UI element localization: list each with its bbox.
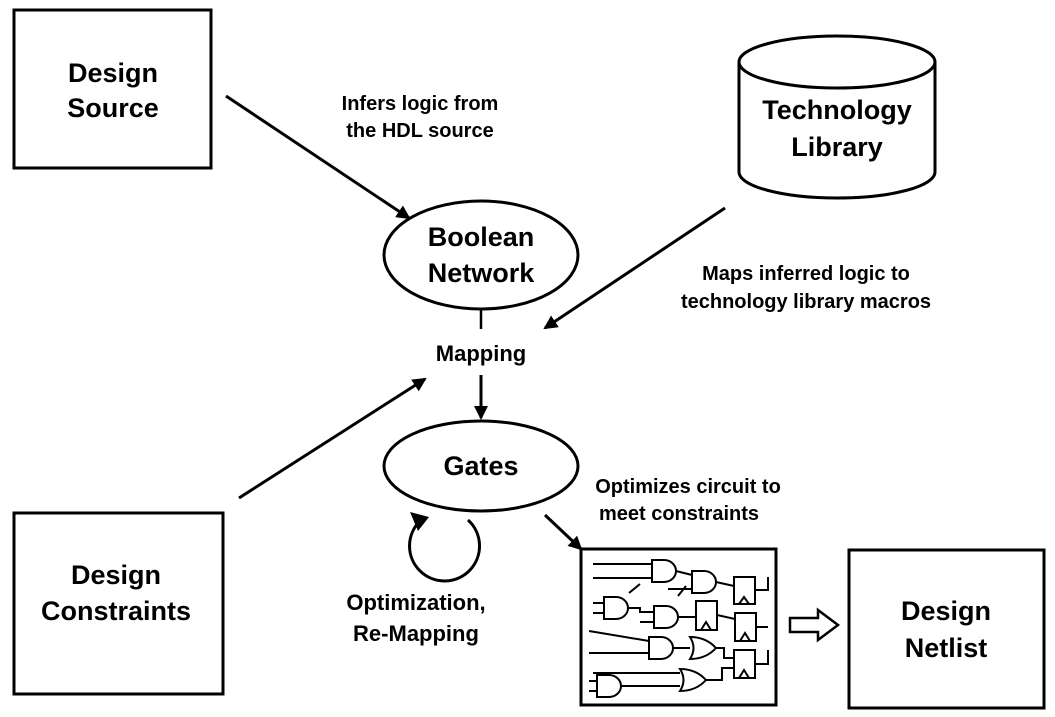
optimizes-label-line2: meet constraints bbox=[599, 503, 759, 525]
design-source-line2: Source bbox=[67, 93, 159, 123]
design-source-node: Design Source bbox=[12, 8, 213, 170]
source-to-network-arrow bbox=[225, 94, 411, 220]
optimization-label-line1: Optimization, bbox=[346, 590, 485, 615]
boolean-network-node: Boolean Network bbox=[382, 199, 580, 311]
gates-label: Gates bbox=[443, 451, 518, 481]
design-constraints-line1: Design bbox=[71, 560, 161, 590]
optimization-label-line2: Re-Mapping bbox=[353, 621, 479, 646]
design-netlist-line1: Design bbox=[901, 596, 991, 626]
technology-library-line1: Technology bbox=[762, 95, 912, 125]
infers-label-line1: Infers logic from bbox=[342, 93, 499, 115]
hollow-right-arrow-icon bbox=[788, 607, 841, 643]
infers-label-line2: the HDL source bbox=[346, 120, 493, 142]
gate-level-circuit-icon bbox=[579, 547, 778, 707]
design-source-line1: Design bbox=[68, 58, 158, 88]
maps-label-line1: Maps inferred logic to bbox=[702, 263, 910, 285]
circular-arrow-icon bbox=[408, 512, 482, 583]
gates-to-circuit-arrow bbox=[543, 513, 583, 551]
boolean-network-line2: Network bbox=[428, 258, 536, 288]
technology-library-node: Technology Library bbox=[737, 34, 937, 200]
gates-node: Gates bbox=[382, 419, 580, 513]
technology-library-line2: Library bbox=[791, 132, 883, 162]
mapping-label: Mapping bbox=[436, 341, 526, 366]
maps-label-line2: technology library macros bbox=[681, 291, 931, 313]
optimizes-label-line1: Optimizes circuit to bbox=[595, 476, 781, 498]
boolean-network-line1: Boolean bbox=[428, 222, 535, 252]
design-constraints-line2: Constraints bbox=[41, 596, 191, 626]
design-constraints-node: Design Constraints bbox=[12, 511, 225, 696]
library-to-mapping-arrow bbox=[543, 206, 726, 330]
design-netlist-node: Design Netlist bbox=[847, 548, 1046, 710]
constraints-to-mapping-arrow bbox=[238, 377, 427, 500]
design-netlist-line2: Netlist bbox=[905, 633, 988, 663]
